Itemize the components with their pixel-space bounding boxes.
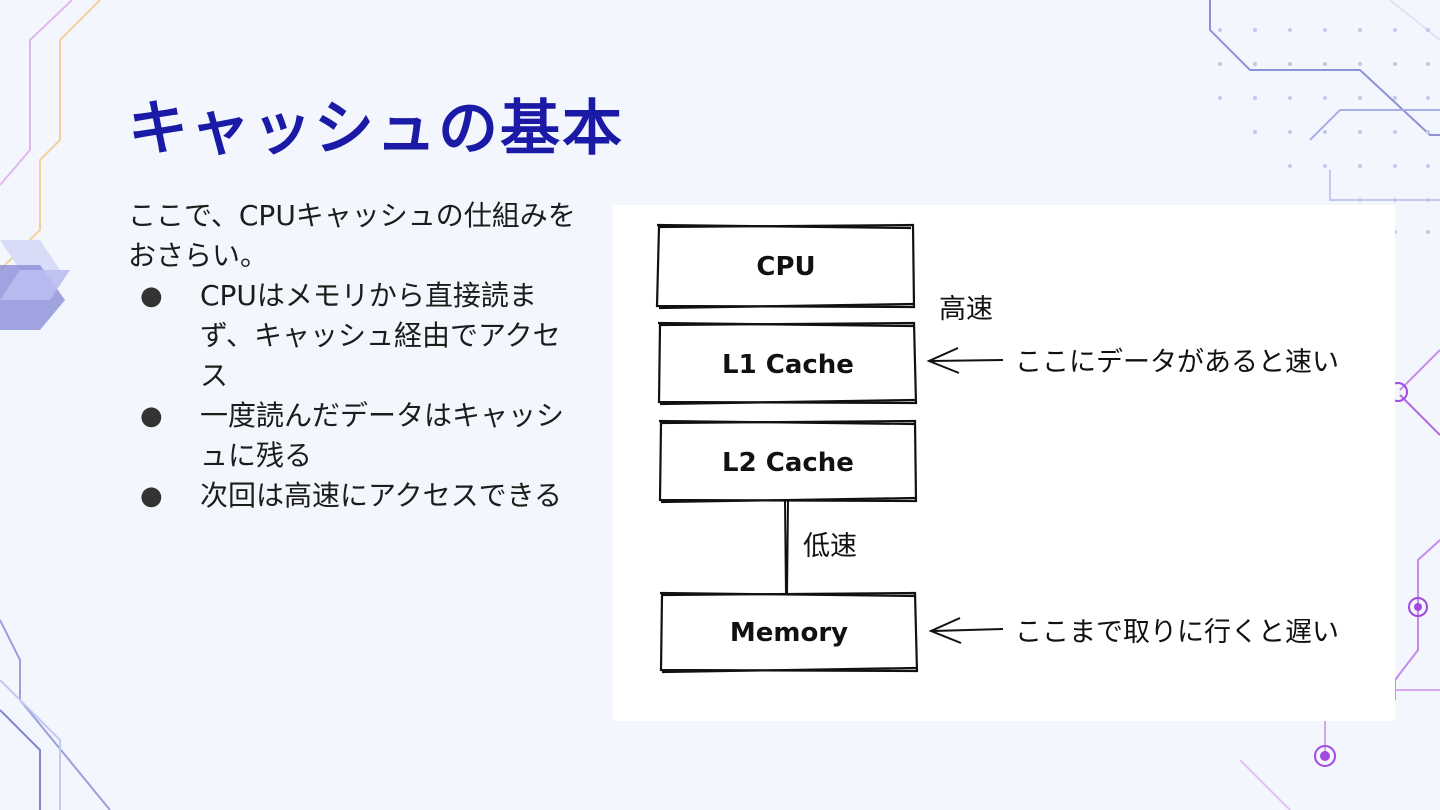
bullet-icon: ●	[140, 481, 163, 511]
memory-label: Memory	[730, 618, 848, 648]
bullet-text: 一度読んだデータはキャッシュに残る	[200, 399, 565, 472]
list-item: ● 一度読んだデータはキャッシュに残る	[128, 396, 578, 476]
bullet-text: 次回は高速にアクセスできる	[200, 479, 563, 512]
l1-cache-box	[657, 321, 918, 406]
arrow-left-icon	[926, 347, 1004, 374]
memory-note: ここまで取りに行くと遅い	[1015, 617, 1339, 648]
bullet-icon: ●	[140, 401, 163, 431]
intro-text: ここで、CPUキャッシュの仕組みをおさらい。	[128, 199, 576, 272]
cpu-label: CPU	[756, 252, 815, 282]
bullet-icon: ●	[140, 281, 163, 311]
connector-line	[784, 500, 789, 596]
memory-box	[659, 591, 919, 674]
list-item: ● 次回は高速にアクセスできる	[128, 476, 578, 516]
list-item: ● CPUはメモリから直接読まず、キャッシュ経由でアクセス	[128, 276, 578, 396]
cache-hierarchy-diagram: CPU L1 Cache L2 Cache Memory 高速 低速	[613, 205, 1395, 721]
bullet-text: CPUはメモリから直接読まず、キャッシュ経由でアクセス	[200, 279, 561, 392]
l2-cache-label: L2 Cache	[722, 448, 854, 478]
l1-cache-label: L1 Cache	[722, 350, 854, 380]
arrow-left-icon	[928, 617, 1004, 644]
l2-cache-box	[658, 419, 918, 504]
bullet-list: ● CPUはメモリから直接読まず、キャッシュ経由でアクセス ● 一度読んだデータ…	[128, 276, 578, 516]
slow-label: 低速	[803, 531, 857, 562]
cpu-box	[655, 223, 916, 310]
fast-label: 高速	[939, 294, 993, 325]
l1-note: ここにデータがあると速い	[1015, 347, 1339, 378]
slide-body: ここで、CPUキャッシュの仕組みをおさらい。 ● CPUはメモリから直接読まず、…	[128, 196, 578, 516]
slide-title: キャッシュの基本	[128, 94, 624, 164]
